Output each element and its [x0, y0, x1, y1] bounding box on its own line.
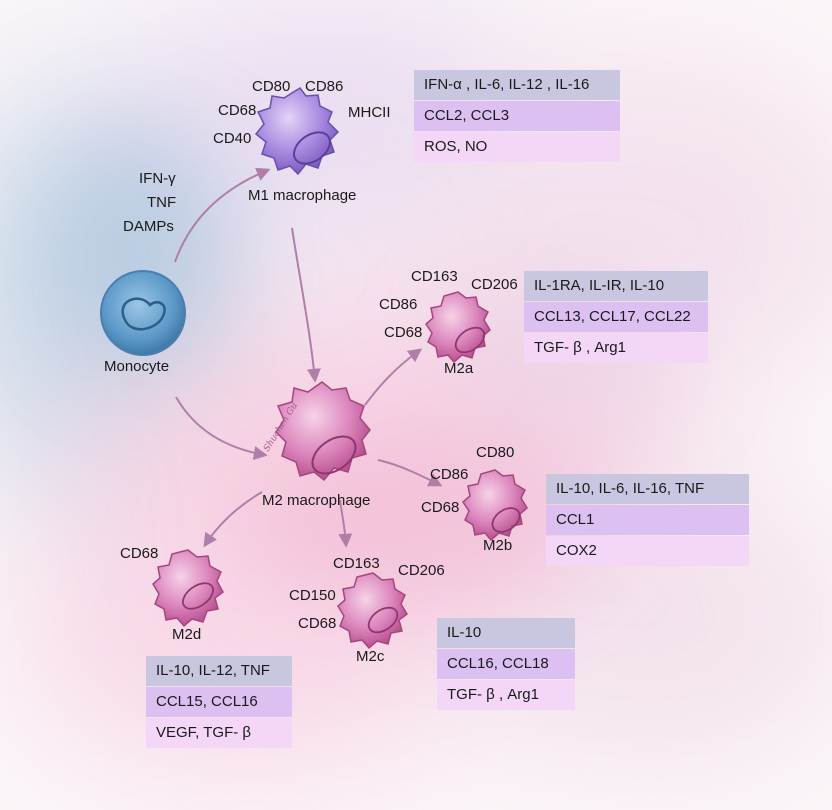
m2b-marker-cd86: CD86	[430, 466, 469, 483]
stimulus-tnf: TNF	[147, 194, 177, 211]
m2c-marker-cd68: CD68	[298, 615, 337, 632]
arrow-m1-to-m2	[291, 227, 321, 383]
m2b-row-chemokines: CCL1	[546, 505, 749, 535]
arrow-m2-to-m2a	[364, 348, 423, 406]
m2d-marker-cd68: CD68	[120, 545, 159, 562]
m2b-label: M2b	[483, 537, 513, 554]
m2d-row-other: VEGF, TGF- β	[146, 718, 292, 748]
m2a-label: M2a	[444, 360, 474, 377]
m2a-marker-cd206: CD206	[471, 276, 518, 293]
m1-row-cytokines: IFN-α , IL-6, IL-12 , IL-16	[414, 70, 620, 100]
arrow-m2-to-m2c	[338, 499, 353, 548]
m2c-row-cytokines: IL-10	[437, 618, 575, 648]
arrow-monocyte-to-m1	[174, 167, 271, 263]
m2d-secretion-table: IL-10, IL-12, TNF CCL15, CCL16 VEGF, TGF…	[146, 656, 292, 748]
m2b-row-other: COX2	[546, 536, 749, 566]
m2a-row-chemokines: CCL13, CCL17, CCL22	[524, 302, 708, 332]
stimulus-ifn-gamma: IFN-γ	[139, 170, 176, 187]
m2a-row-other: TGF- β , Arg1	[524, 333, 708, 363]
m2a-marker-cd86: CD86	[379, 296, 418, 313]
m2b-secretion-table: IL-10, IL-6, IL-16, TNF CCL1 COX2	[546, 474, 749, 566]
monocyte-cell	[100, 270, 186, 356]
m2a-secretion-table: IL-1RA, IL-IR, IL-10 CCL13, CCL17, CCL22…	[524, 271, 708, 363]
m1-marker-cd86: CD86	[305, 78, 344, 95]
m1-marker-cd80: CD80	[252, 78, 291, 95]
m2-label: M2 macrophage	[262, 492, 371, 509]
m1-secretion-table: IFN-α , IL-6, IL-12 , IL-16 CCL2, CCL3 R…	[414, 70, 620, 162]
m2c-marker-cd206: CD206	[398, 562, 445, 579]
m1-macrophage-cell	[254, 86, 340, 176]
m2b-cell	[462, 469, 528, 542]
m2b-marker-cd80: CD80	[476, 444, 515, 461]
m2c-row-other: TGF- β , Arg1	[437, 680, 575, 710]
m2a-marker-cd163: CD163	[411, 268, 458, 285]
m2d-cell	[152, 549, 224, 628]
m2d-row-cytokines: IL-10, IL-12, TNF	[146, 656, 292, 686]
m1-marker-cd68: CD68	[218, 102, 257, 119]
arrow-m2-to-m2b	[377, 459, 443, 487]
m1-row-chemokines: CCL2, CCL3	[414, 101, 620, 131]
arrow-m2-to-m2d	[203, 491, 263, 548]
m1-marker-cd40: CD40	[213, 130, 252, 147]
m2-macrophage-cell	[275, 381, 371, 482]
monocyte-label: Monocyte	[104, 358, 170, 375]
m1-marker-mhcii: MHCII	[348, 104, 391, 121]
m1-row-other: ROS, NO	[414, 132, 620, 162]
m2c-secretion-table: IL-10 CCL16, CCL18 TGF- β , Arg1	[437, 618, 575, 710]
m2b-marker-cd68: CD68	[421, 499, 460, 516]
m2c-marker-cd150: CD150	[289, 587, 336, 604]
m2c-row-chemokines: CCL16, CCL18	[437, 649, 575, 679]
m2c-marker-cd163: CD163	[333, 555, 380, 572]
arrow-monocyte-to-m2	[175, 396, 268, 460]
m2a-row-cytokines: IL-1RA, IL-IR, IL-10	[524, 271, 708, 301]
m2d-label: M2d	[172, 626, 202, 643]
m2a-marker-cd68: CD68	[384, 324, 423, 341]
stimulus-damps: DAMPs	[123, 218, 174, 235]
m2c-cell	[337, 572, 408, 650]
m2d-row-chemokines: CCL15, CCL16	[146, 687, 292, 717]
m2c-label: M2c	[356, 648, 385, 665]
m2a-cell	[425, 291, 491, 364]
m1-label: M1 macrophage	[248, 187, 357, 204]
m2b-row-cytokines: IL-10, IL-6, IL-16, TNF	[546, 474, 749, 504]
